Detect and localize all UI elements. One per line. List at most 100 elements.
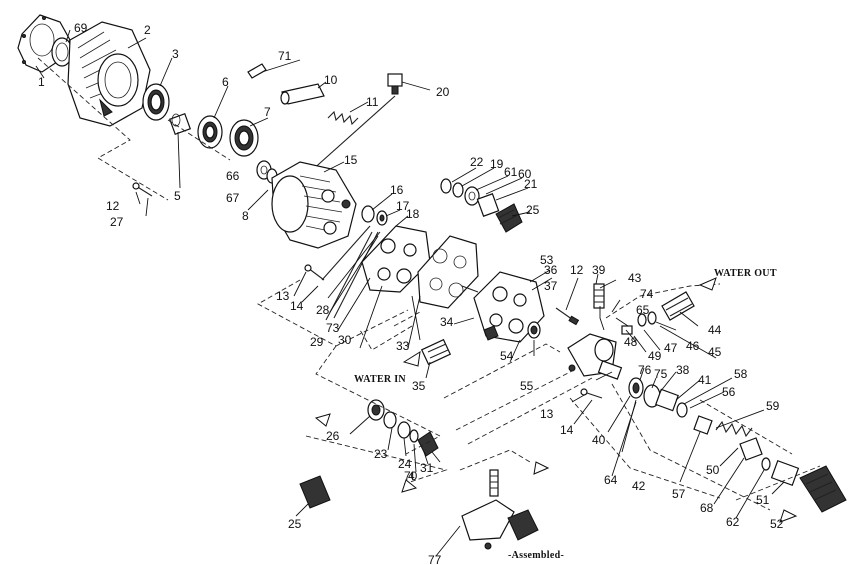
label-25-top: 25 xyxy=(526,203,540,217)
part-11-spring xyxy=(327,110,359,126)
label-36: 36 xyxy=(544,263,558,277)
part-13-14-screw-left xyxy=(304,264,325,281)
part-37-oring xyxy=(527,321,541,339)
part-25-nozzle-top xyxy=(495,203,523,233)
label-58: 58 xyxy=(734,367,748,381)
parts-65-45-seals xyxy=(621,311,657,335)
label-12-left: 12 xyxy=(106,199,120,213)
label-61: 61 xyxy=(504,165,518,179)
part-68-plate xyxy=(739,437,763,461)
part-3-bearing xyxy=(142,83,170,121)
part-22-61-60-21-stack xyxy=(440,178,500,217)
label-17: 17 xyxy=(396,199,410,213)
part-20-plug xyxy=(387,73,403,95)
part-16-17-seals xyxy=(361,205,388,226)
label-31: 31 xyxy=(420,461,434,475)
part-52-knob xyxy=(799,465,847,513)
label-3: 3 xyxy=(172,47,179,61)
label-40: 40 xyxy=(592,433,606,447)
label-22: 22 xyxy=(470,155,484,169)
label-47: 47 xyxy=(664,341,678,355)
label-45: 45 xyxy=(708,345,722,359)
label-75: 75 xyxy=(654,367,668,381)
label-2: 2 xyxy=(144,23,151,37)
label-54: 54 xyxy=(500,349,514,363)
label-48: 48 xyxy=(624,335,638,349)
label-6: 6 xyxy=(222,75,229,89)
part-5-bushing xyxy=(168,112,192,136)
part-10-shaft xyxy=(280,83,325,105)
label-7: 7 xyxy=(264,105,271,119)
label-55: 55 xyxy=(520,379,534,393)
part-57-seat xyxy=(693,415,713,435)
part-59-spring xyxy=(715,420,753,438)
label-56: 56 xyxy=(722,385,736,399)
part-40-piston xyxy=(597,360,623,380)
label-57: 57 xyxy=(672,487,686,501)
flow-arrows xyxy=(314,277,798,523)
label-29: 29 xyxy=(310,335,324,349)
label-5: 5 xyxy=(174,189,181,203)
part-51-body xyxy=(770,460,800,486)
label-50: 50 xyxy=(706,463,720,477)
label-34: 34 xyxy=(440,315,454,329)
part-25-knob-left xyxy=(299,475,331,509)
label-69: 69 xyxy=(74,21,88,35)
label-41: 41 xyxy=(698,373,712,387)
part-33-gasket xyxy=(417,235,479,309)
parts-23-24-4-washers xyxy=(383,411,419,443)
label-21: 21 xyxy=(524,177,538,191)
part-number-labels: 1 69 2 3 71 10 6 11 20 7 15 66 67 5 8 12… xyxy=(38,21,784,565)
part-31-nozzle xyxy=(417,431,439,457)
label-12-right: 12 xyxy=(570,263,584,277)
label-14-right: 14 xyxy=(560,423,574,437)
label-67: 67 xyxy=(226,191,240,205)
part-12-27-screw-left xyxy=(132,182,153,197)
part-7-bearing xyxy=(229,119,259,157)
label-13-left: 13 xyxy=(276,289,290,303)
caption-assembled: -Assembled- xyxy=(508,550,564,561)
label-76: 76 xyxy=(638,363,652,377)
label-27: 27 xyxy=(110,215,124,229)
label-13-right: 13 xyxy=(540,407,554,421)
label-16: 16 xyxy=(390,183,404,197)
label-51: 51 xyxy=(756,493,770,507)
part-2-crankcase xyxy=(67,21,151,127)
label-42: 42 xyxy=(632,479,646,493)
part-77-assembled-unit xyxy=(461,469,539,550)
label-65: 65 xyxy=(636,303,650,317)
label-8: 8 xyxy=(242,209,249,223)
part-38-41-stack xyxy=(643,384,688,418)
leader-lines xyxy=(35,29,785,557)
label-4: 4 xyxy=(408,469,415,483)
label-23: 23 xyxy=(374,447,388,461)
label-11: 11 xyxy=(366,95,379,109)
label-59: 59 xyxy=(766,399,780,413)
part-44-outlet xyxy=(661,291,695,321)
label-73: 73 xyxy=(326,321,340,335)
label-68: 68 xyxy=(700,501,714,515)
label-18: 18 xyxy=(406,207,420,221)
label-19: 19 xyxy=(490,157,504,171)
part-12-screw-right xyxy=(555,307,580,326)
label-52: 52 xyxy=(770,517,784,531)
label-24: 24 xyxy=(398,457,412,471)
part-8-15-pump-head xyxy=(271,161,357,249)
label-66: 66 xyxy=(226,169,240,183)
label-70: 70 xyxy=(404,469,418,483)
label-30: 30 xyxy=(338,333,352,347)
label-60: 60 xyxy=(518,167,532,181)
label-44: 44 xyxy=(708,323,722,337)
label-71: 71 xyxy=(278,49,292,63)
part-71-clip xyxy=(247,63,267,79)
label-1: 1 xyxy=(38,75,45,89)
part-30-valve-plate xyxy=(361,225,431,293)
part-26-fitting xyxy=(367,399,385,421)
label-39: 39 xyxy=(592,263,606,277)
part-35-inlet-fitting xyxy=(420,338,452,366)
part-53-manifold xyxy=(473,271,545,343)
part-66-67-washers xyxy=(256,160,278,184)
label-15: 15 xyxy=(344,153,358,167)
label-49: 49 xyxy=(648,349,662,363)
